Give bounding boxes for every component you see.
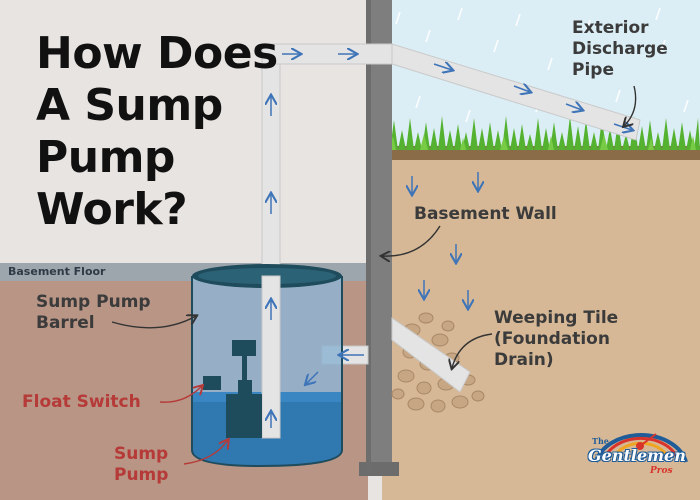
label-line: Pump	[114, 465, 169, 485]
weeping-tile-label: Weeping Tile (Foundation Drain)	[494, 308, 618, 371]
foundation-footing	[359, 462, 399, 476]
float-switch-body	[203, 376, 221, 390]
pointer-exterior-pipe	[624, 85, 637, 126]
sump-pump-body	[226, 394, 262, 438]
label-line: Drain)	[494, 350, 554, 370]
label-line: (Foundation	[494, 329, 610, 349]
pointer-float-switch	[159, 386, 202, 403]
sump-barrel-label: Sump Pump Barrel	[36, 292, 151, 334]
flow-arrow	[306, 371, 319, 384]
label-line: Discharge	[572, 39, 668, 59]
float-rod	[242, 350, 247, 382]
logo-line: Pros	[650, 466, 673, 476]
pointer-barrel	[111, 316, 196, 329]
title-line: How Does	[36, 28, 278, 79]
title-line: A Sump	[36, 80, 223, 131]
grass-highlight	[390, 134, 696, 150]
pointer-sump-pump	[183, 440, 228, 465]
page-title: How Does A Sump Pump Work?	[36, 28, 356, 236]
float-switch-head	[232, 340, 256, 356]
grass	[382, 116, 700, 150]
discharge-pipe-in-barrel	[261, 275, 281, 439]
logo-line: Gentlemen	[588, 446, 686, 465]
pump-neck	[238, 380, 252, 396]
gravel	[391, 312, 485, 413]
basement-wall-label: Basement Wall	[414, 204, 557, 224]
brand-logo: The Gentlemen Pros	[588, 424, 690, 492]
label-line: Pipe	[572, 60, 614, 80]
flow-arrows	[271, 54, 632, 428]
title-line: Work?	[36, 184, 188, 235]
title-line: Pump	[36, 132, 175, 183]
float-switch-label: Float Switch	[22, 392, 141, 412]
basement-floor-label: Basement Floor	[8, 265, 106, 278]
flow-arrow	[433, 64, 452, 70]
pointer-weeping-tile	[452, 333, 493, 368]
sump-pump-label: Sump Pump	[114, 444, 168, 486]
pointer-basement-wall	[382, 225, 441, 256]
logo-line: The	[592, 436, 609, 446]
weeping-tile-pipe	[391, 317, 471, 393]
label-line: Sump Pump	[36, 292, 151, 312]
label-line: Sump	[114, 444, 169, 464]
exterior-pipe-label: Exterior Discharge Pipe	[572, 18, 668, 81]
flow-arrow	[565, 104, 582, 110]
label-line: Barrel	[36, 313, 95, 333]
flow-arrow	[513, 86, 530, 92]
label-line: Weeping Tile	[494, 308, 619, 328]
foundation-wall-shade	[366, 0, 371, 470]
label-line: Exterior	[572, 18, 649, 38]
brand-logo-graphic	[594, 433, 688, 463]
